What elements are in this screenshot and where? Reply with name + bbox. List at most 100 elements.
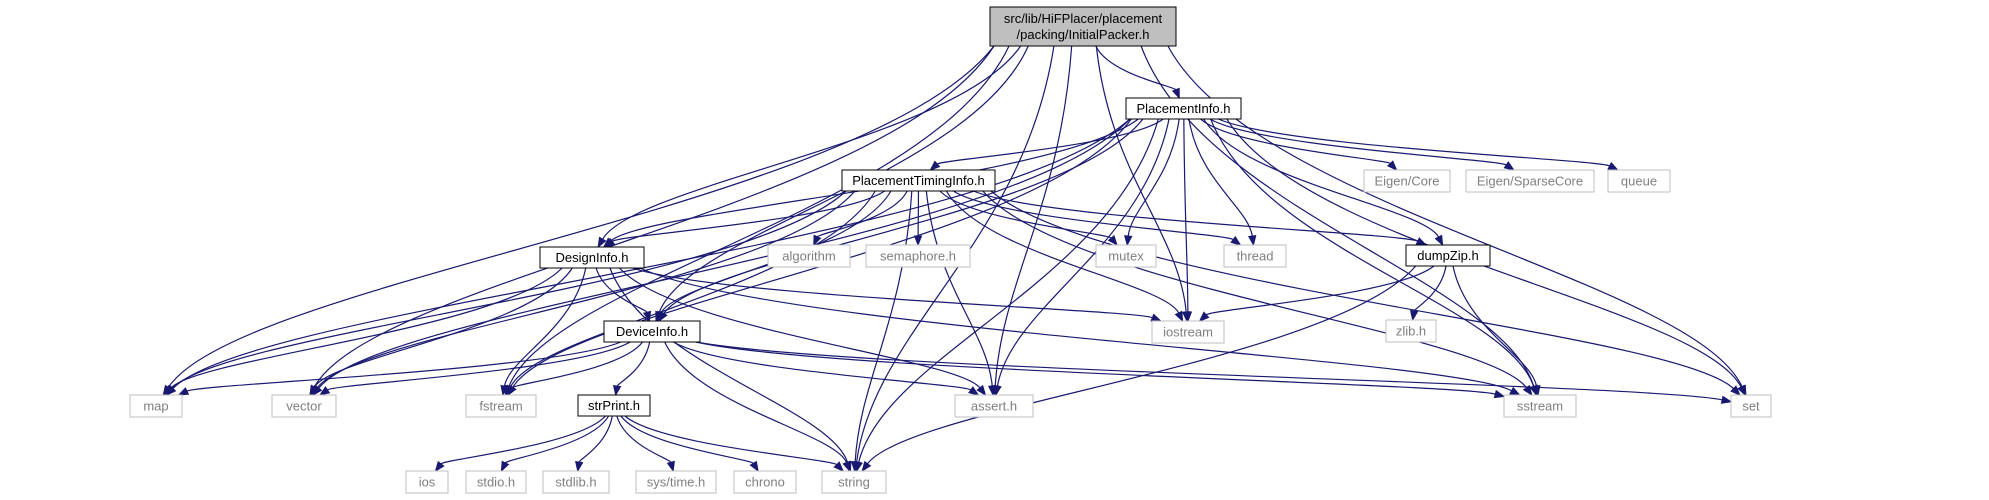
edge-line [816, 190, 908, 238]
edge-line [602, 45, 1022, 240]
edge-arrowhead [913, 235, 923, 247]
node-label: Eigen/Core [1374, 174, 1439, 189]
edge-arrowhead [1493, 389, 1506, 399]
edge-placementtiminginfo-to-sstream [982, 190, 1533, 397]
edge-line [1095, 45, 1177, 91]
edge-line [595, 267, 648, 313]
edge-arrowhead [597, 236, 607, 249]
edge-line [858, 118, 1159, 463]
nodes-layer: src/lib/HiFPlacer/placement/packing/Init… [129, 6, 1772, 494]
node-box [1095, 244, 1157, 268]
node-label: src/lib/HiFPlacer/placement [1004, 11, 1163, 26]
edge-placementinfo-to-set [1226, 118, 1746, 397]
edge-initialpacker-to-set [1167, 45, 1747, 397]
node-placementinfo[interactable]: PlacementInfo.h [1125, 97, 1242, 120]
node-deviceinfo[interactable]: DeviceInfo.h [603, 320, 701, 343]
edge-placementtiminginfo-to-mutex [939, 190, 1118, 247]
edge-designinfo-to-map [164, 267, 563, 397]
edge-arrowhead [613, 384, 622, 397]
node-set: set [1730, 394, 1772, 418]
edge-line [186, 341, 622, 392]
node-label: /packing/InitialPacker.h [1017, 27, 1150, 42]
edge-deviceinfo-to-strprint [613, 341, 651, 397]
node-dumpzip[interactable]: dumpZip.h [1405, 244, 1491, 267]
edge-strprint-to-stdio [500, 415, 610, 473]
node-algorithm: algorithm [767, 244, 851, 268]
edge-line [939, 190, 1112, 239]
edge-line [171, 190, 847, 389]
edge-line [611, 190, 886, 242]
node-label: Eigen/SparseCore [1477, 174, 1583, 189]
node-stdio: stdio.h [465, 470, 527, 494]
edge-line [327, 341, 631, 391]
edge-deviceinfo-to-sstream [695, 341, 1506, 399]
node-box [539, 246, 645, 269]
edge-line [609, 267, 849, 463]
edge-arrowhead [749, 460, 759, 473]
edge-placementtiminginfo-to-algorithm [813, 190, 908, 247]
node-box [1385, 319, 1437, 343]
edge-strprint-to-string [624, 415, 845, 472]
node-map: map [129, 394, 183, 418]
node-box [989, 6, 1177, 47]
edge-designinfo-to-string [609, 267, 852, 473]
edge-arrowhead [434, 460, 445, 473]
node-box [635, 470, 717, 494]
edge-line [1218, 118, 1610, 167]
edge-line [664, 341, 848, 463]
edge-line [854, 190, 913, 463]
node-box [865, 244, 971, 268]
edge-dumpzip-to-iostream [1198, 265, 1435, 322]
node-string: string [821, 470, 887, 494]
edge-line [624, 415, 838, 466]
node-vector: vector [271, 394, 337, 418]
edge-arrowhead [1607, 161, 1619, 171]
node-semaphore: semaphore.h [865, 244, 971, 268]
edge-line [658, 45, 1029, 313]
edge-placementinfo-to-deviceinfo [658, 118, 1144, 323]
node-label: DesignInfo.h [556, 250, 629, 265]
node-designinfo[interactable]: DesignInfo.h [539, 246, 645, 269]
edge-placementinfo-to-placementtiminginfo [929, 118, 1164, 171]
node-fstream: fstream [465, 394, 537, 418]
node-box [821, 470, 887, 494]
edge-designinfo-to-sstream [639, 267, 1521, 396]
node-label: iostream [1163, 325, 1213, 340]
edge-line [508, 45, 1010, 387]
node-box [1465, 169, 1595, 193]
node-label: stdlib.h [555, 475, 596, 490]
edge-designinfo-to-assert [619, 267, 987, 397]
node-box [465, 470, 527, 494]
edge-arrowhead [842, 460, 851, 473]
node-box [954, 394, 1034, 418]
edge-initialpacker-to-assert [991, 45, 1073, 397]
node-label: thread [1237, 249, 1274, 264]
edge-strprint-to-stdlib [575, 415, 613, 473]
node-label: string [838, 475, 870, 490]
node-initialpacker[interactable]: src/lib/HiFPlacer/placement/packing/Init… [989, 6, 1177, 47]
edge-line [1095, 45, 1187, 313]
node-label: chrono [745, 475, 785, 490]
edge-line [695, 341, 1723, 401]
edge-dumpzip-to-string [861, 265, 1417, 473]
node-label: zlib.h [1396, 324, 1426, 339]
node-placementtiminginfo[interactable]: PlacementTimingInfo.h [841, 169, 996, 192]
node-box [129, 394, 183, 418]
node-strprint[interactable]: strPrint.h [577, 394, 651, 417]
edge-line [867, 265, 1417, 465]
edge-strprint-to-systime [616, 415, 675, 473]
edge-arrowhead [861, 460, 872, 473]
edge-arrowhead [929, 160, 941, 171]
edge-line [440, 415, 606, 465]
edge-deviceinfo-to-set [695, 341, 1733, 404]
node-chrono: chrono [733, 470, 797, 494]
node-box [733, 470, 797, 494]
edge-line [616, 415, 672, 463]
node-box [1151, 320, 1225, 344]
node-box [1223, 244, 1287, 268]
edge-line [673, 341, 972, 391]
edge-arrowhead [1409, 309, 1419, 322]
node-label: fstream [479, 399, 522, 414]
edge-initialpacker-to-placementinfo [1095, 45, 1180, 100]
edge-placementinfo-to-dumpzip [1203, 118, 1444, 247]
